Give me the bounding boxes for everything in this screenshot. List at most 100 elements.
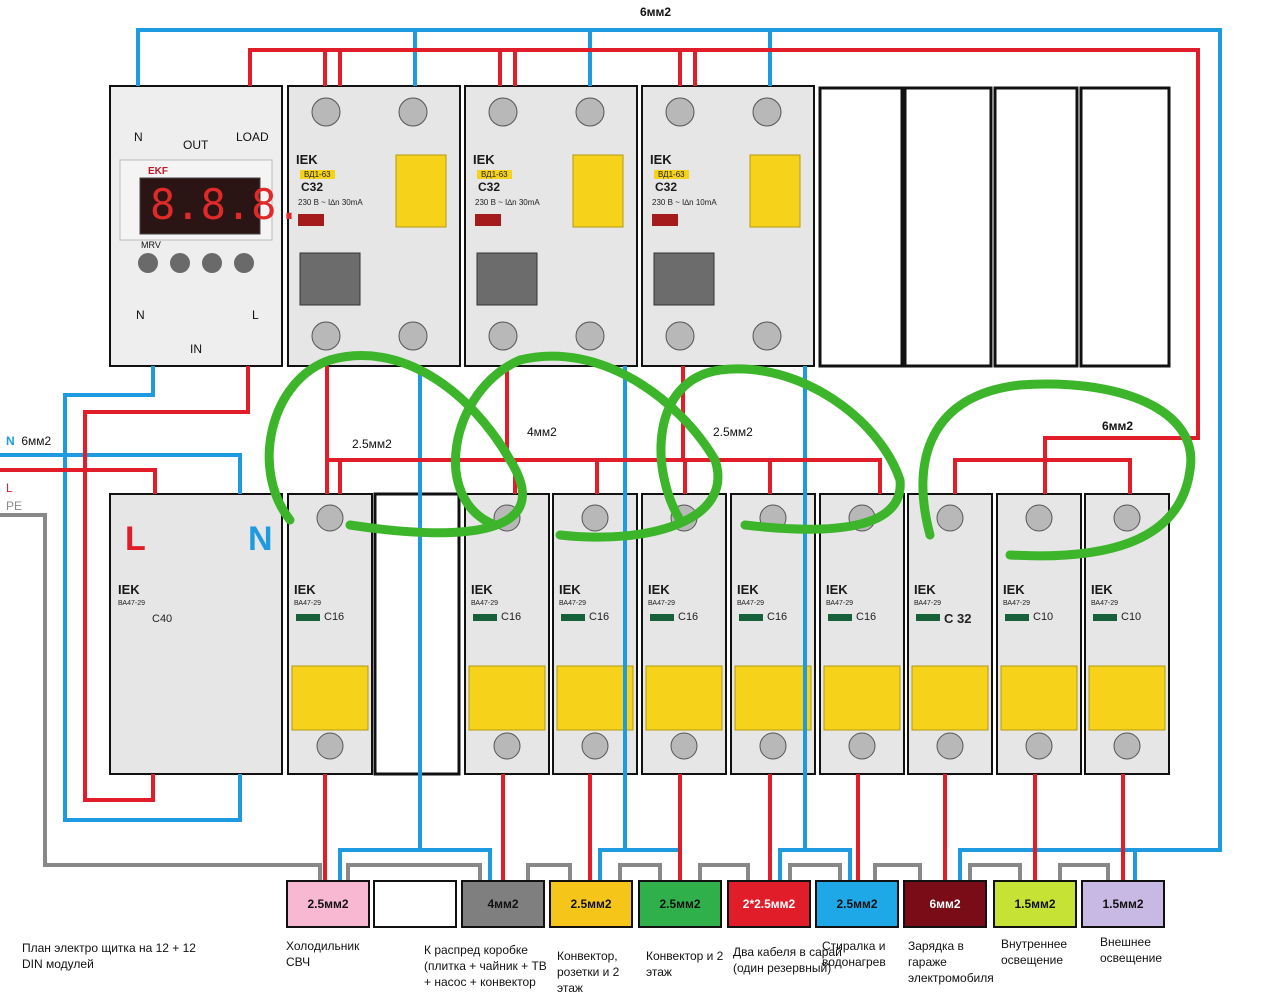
empty-slot-4 — [1079, 86, 1171, 368]
breaker-3-indicator — [473, 614, 497, 621]
relay-model: MRV — [141, 240, 161, 250]
breaker-9-screw-top — [1025, 504, 1053, 532]
empty-breaker-slot — [373, 492, 461, 776]
live-rcd3-out — [681, 366, 685, 440]
terminal-block-2 — [373, 880, 457, 928]
terminal-block-1-label: 2.5мм2 — [307, 897, 349, 911]
bottom-din-rail — [109, 492, 1170, 776]
relay-top-n: N — [134, 130, 143, 144]
breaker-3-screw-bottom — [493, 732, 521, 760]
breaker-4-series: ВА47-29 — [559, 600, 587, 607]
relay-bot-n: N — [136, 308, 145, 322]
relay-clock-button[interactable] — [170, 253, 190, 273]
desc-indoor-lighting: Внутреннее освещение — [1001, 937, 1068, 967]
rcd-3-toggle-lever[interactable] — [749, 154, 801, 228]
group-3-outline — [656, 364, 905, 534]
rcd-1-spec: 230 В ~ I∆n 30mA — [298, 198, 363, 207]
rcd-2-screw-bot-l — [488, 321, 518, 351]
neutral-wires — [0, 28, 1222, 880]
rcd-1-test-button[interactable] — [299, 252, 361, 306]
main-breaker-n-mark: N — [248, 520, 273, 558]
feed-n-letter: N — [6, 434, 15, 448]
feed-n-label: N 6мм2 — [6, 433, 51, 449]
breaker-7-toggle-lever[interactable] — [823, 665, 901, 731]
terminal-block-5: 2.5мм2 — [638, 880, 722, 928]
desc-convector-floor2: Конвектор и 2 этаж — [646, 949, 724, 979]
breaker-5-toggle-lever[interactable] — [645, 665, 723, 731]
empty-slot-3 — [993, 86, 1079, 368]
rcd-3-screw-bot-l — [665, 321, 695, 351]
breaker-1-series: ВА47-29 — [294, 600, 322, 607]
feed-l-label: L — [6, 481, 13, 495]
earth-bus-2 — [526, 863, 572, 880]
breaker-6-series: ВА47-29 — [737, 600, 765, 607]
breaker-1-indicator — [296, 614, 320, 621]
breaker-3-toggle-lever[interactable] — [468, 665, 546, 731]
neutral-rcd3-out — [778, 366, 807, 880]
breaker-5-indicator — [650, 614, 674, 621]
relay-down-button[interactable] — [234, 253, 254, 273]
neutral-rcd3-out-b — [805, 848, 852, 880]
terminal-block-10-label: 1.5мм2 — [1102, 897, 1144, 911]
group-1-outline — [264, 351, 527, 538]
live-feed-in — [0, 468, 157, 494]
relay-display-digits: 8.8.8. — [150, 180, 302, 229]
terminal-block-3-label: 4мм2 — [487, 897, 519, 911]
breaker-4-screw-bottom — [581, 732, 609, 760]
live-wires — [0, 48, 1200, 880]
breaker-4-rating: C16 — [589, 611, 610, 623]
breaker-1-brand: IEK — [294, 582, 316, 597]
relay-ok-button[interactable] — [138, 253, 158, 273]
rcd-2-spec: 230 В ~ I∆n 30mA — [475, 198, 540, 207]
desc-ev-charging: Зарядка в гараже электромобиля — [908, 939, 994, 985]
neutral-rcd1-out-b — [420, 848, 492, 880]
group2-cable-label: 4мм2 — [527, 425, 557, 439]
terminal-block-7: 2.5мм2 — [815, 880, 899, 928]
main-breaker-l-mark: L — [125, 520, 146, 558]
rcd-2-test-button[interactable] — [476, 252, 538, 306]
breaker-8-toggle-lever[interactable] — [911, 665, 989, 731]
breaker-5-series: ВА47-29 — [648, 600, 676, 607]
breaker-10-indicator — [1093, 614, 1117, 621]
breaker-9-rating: C10 — [1033, 611, 1054, 623]
rcd-3-test-button[interactable] — [653, 252, 715, 306]
rcd-3-screw-bot-n — [752, 321, 782, 351]
breaker-9 — [996, 493, 1082, 775]
breaker-6-toggle-lever[interactable] — [734, 665, 812, 731]
breaker-6-indicator — [739, 614, 763, 621]
terminal-block-8-label: 6мм2 — [929, 897, 961, 911]
group1-cable-label: 2.5мм2 — [352, 437, 392, 451]
breaker-8-indicator — [916, 614, 940, 621]
breaker-4-indicator — [561, 614, 585, 621]
breaker-4-toggle-lever[interactable] — [556, 665, 634, 731]
breaker-1-screw-bottom — [316, 732, 344, 760]
rcd-1-toggle-lever[interactable] — [395, 154, 447, 228]
breaker-8-screw-bottom — [936, 732, 964, 760]
rcd-2-screw-top-n — [575, 97, 605, 127]
main-breaker — [109, 493, 283, 775]
neutral-right-bus — [960, 848, 1137, 880]
neutral-top-bus-3 — [588, 28, 772, 86]
breaker-9-brand: IEK — [1003, 582, 1025, 597]
group-4-outline — [918, 379, 1196, 561]
desc-convector-sockets: Конвектор, розетки и 2 этаж — [557, 949, 620, 995]
neutral-rcd1-out — [338, 366, 422, 880]
breaker-6-rating: C16 — [767, 611, 788, 623]
relay-up-button[interactable] — [202, 253, 222, 273]
breaker-10-toggle-lever[interactable] — [1088, 665, 1166, 731]
terminal-block-4: 2.5мм2 — [549, 880, 633, 928]
breaker-7-rating: C16 — [856, 611, 877, 623]
breaker-1-toggle-lever[interactable] — [291, 665, 369, 731]
live-group3-bus — [768, 458, 882, 494]
breaker-9-toggle-lever[interactable] — [1000, 665, 1078, 731]
rcd-2-toggle-lever[interactable] — [572, 154, 624, 228]
group-annotations — [264, 351, 1196, 561]
empty-slot-2 — [903, 86, 993, 368]
breaker-7-brand: IEK — [826, 582, 848, 597]
terminal-block-6-label: 2*2.5мм2 — [742, 897, 796, 911]
breaker-9-indicator — [1005, 614, 1029, 621]
earth-feed — [0, 513, 322, 880]
desc-fridge: Холодильник СВЧ — [286, 939, 360, 969]
terminal-block-8: 6мм2 — [903, 880, 987, 928]
desc-junction-box: К распред коробке (плитка + чайник + ТВ … — [424, 943, 547, 989]
